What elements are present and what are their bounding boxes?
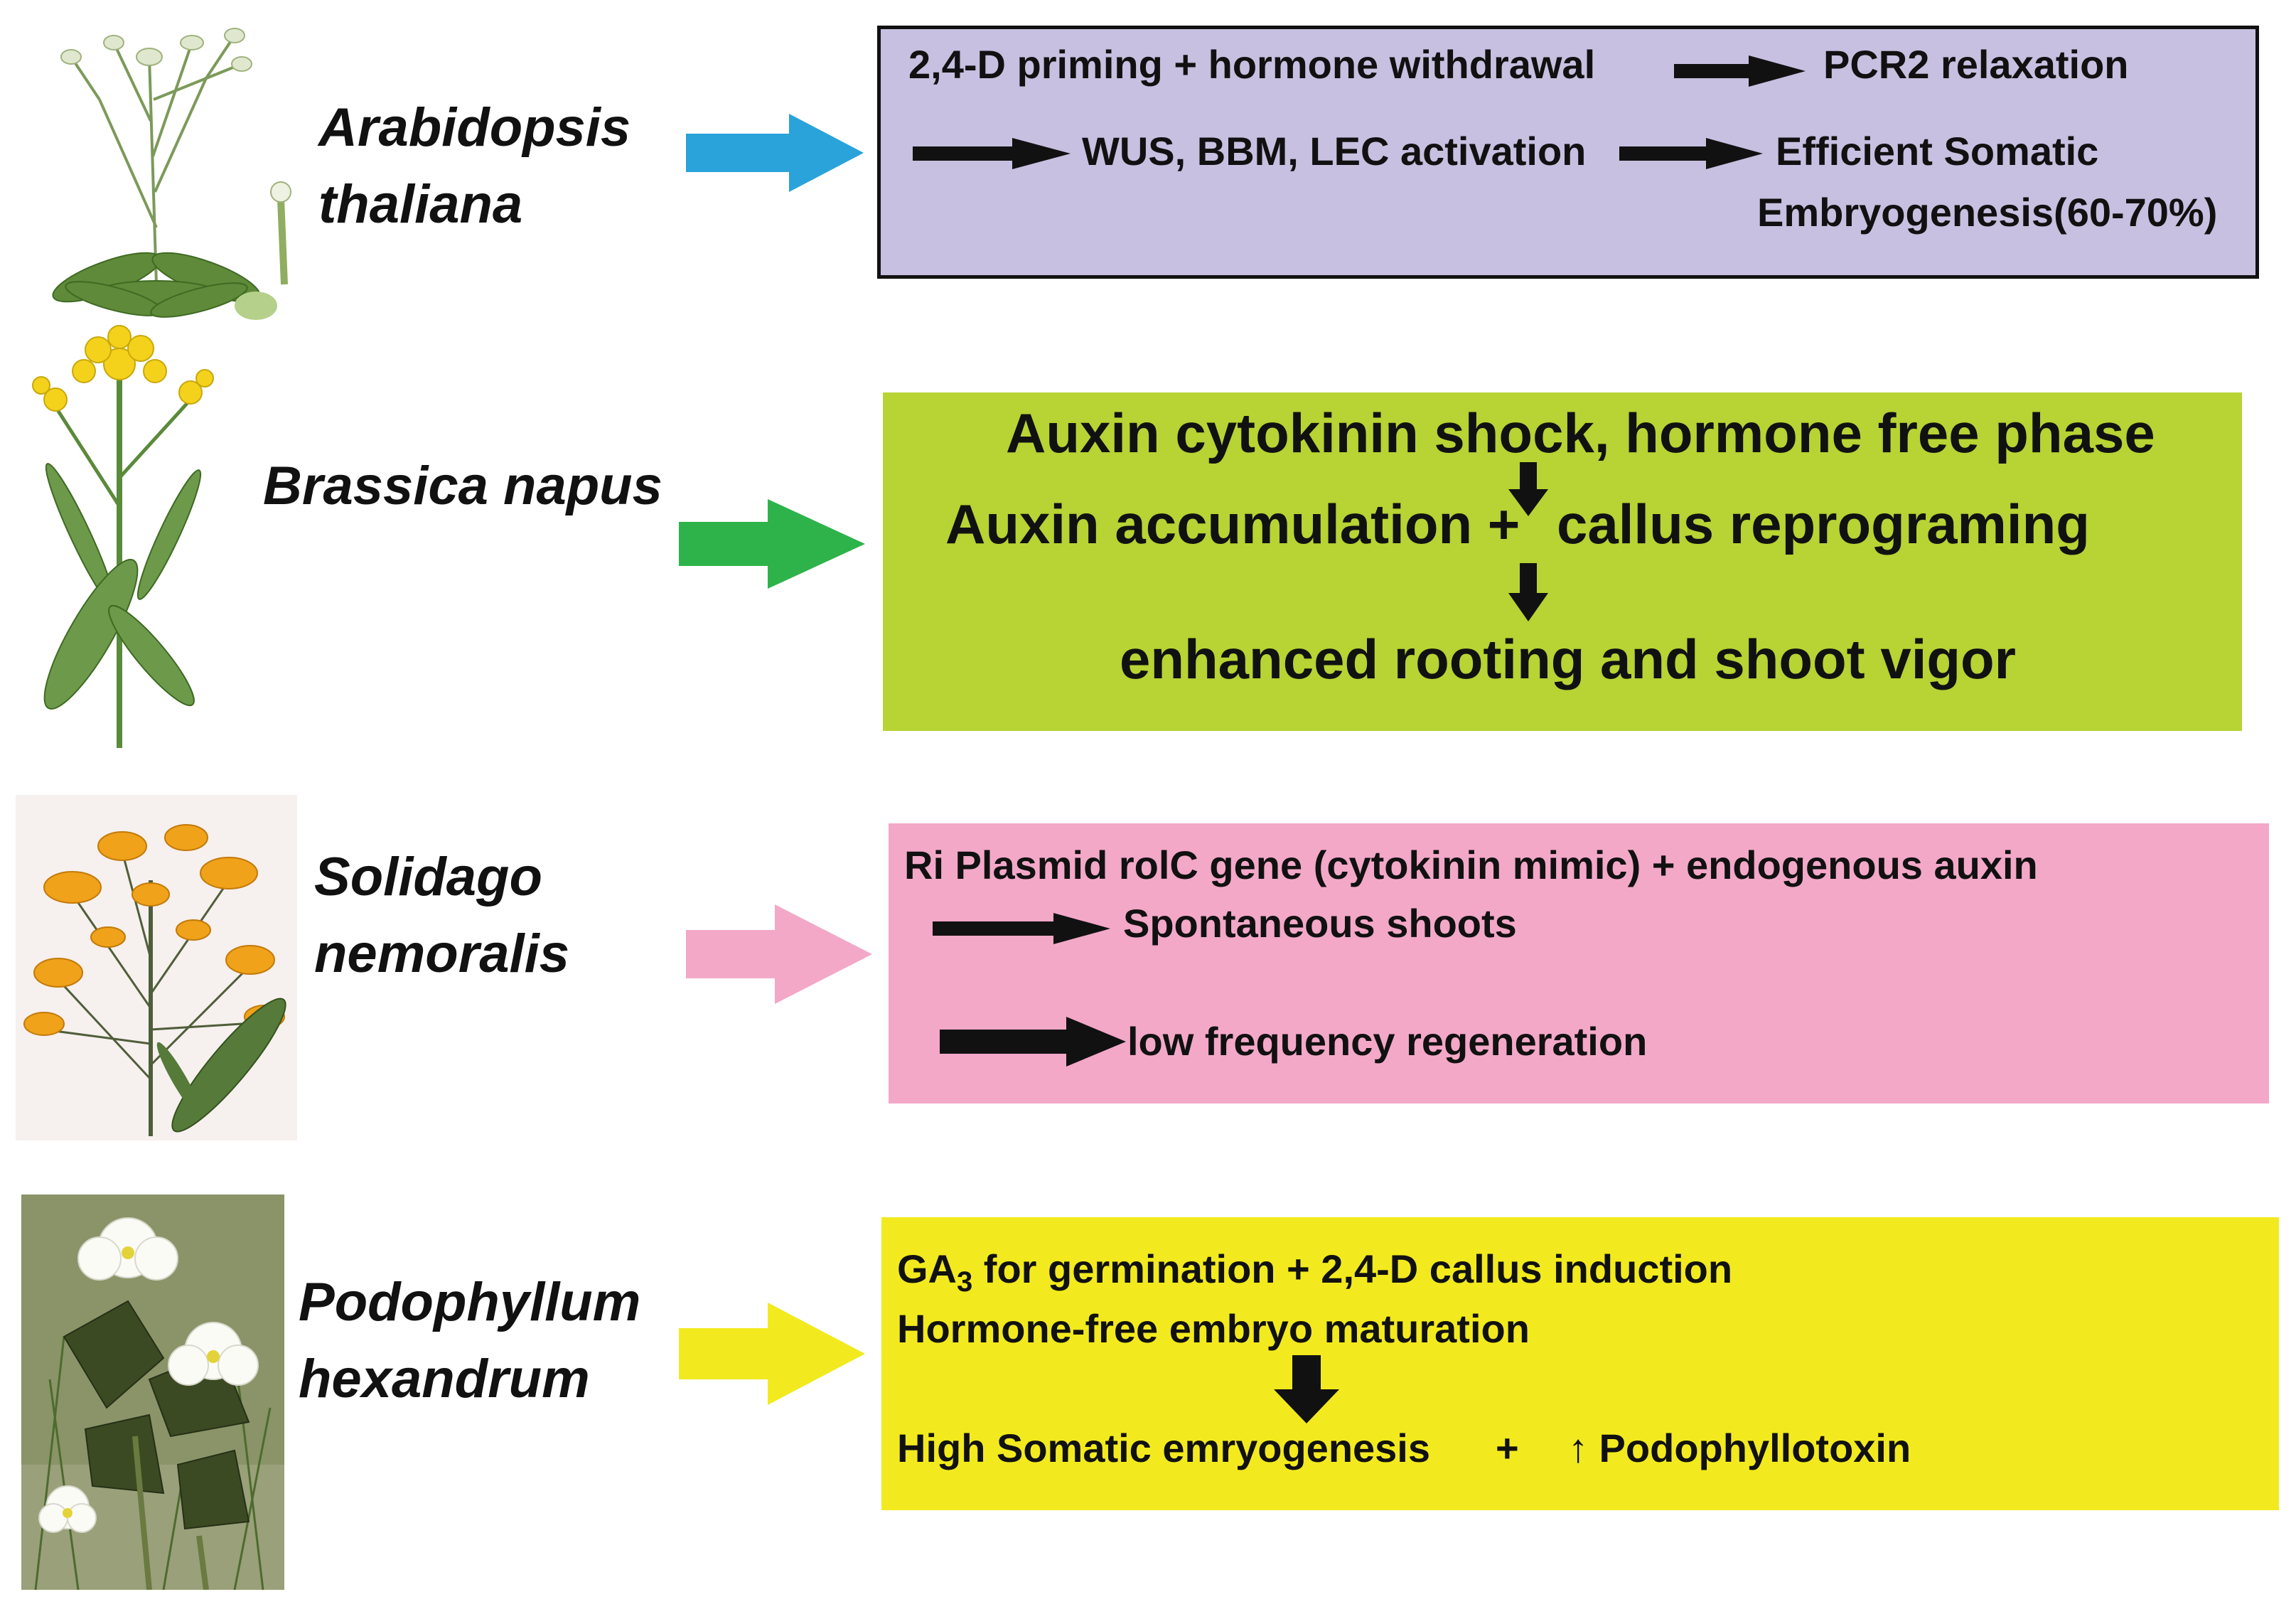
box-text: Auxin accumulation + bbox=[945, 493, 1520, 555]
box-text: Auxin cytokinin shock, hormone free phas… bbox=[1006, 402, 2155, 464]
box-text: Spontaneous shoots bbox=[1123, 901, 1517, 946]
ga-label: GA bbox=[897, 1246, 957, 1291]
box-text: ↑ Podophyllotoxin bbox=[1568, 1426, 1911, 1470]
species-label-line: hexandrum bbox=[299, 1349, 590, 1409]
right-arrow-icon bbox=[913, 138, 1071, 169]
species-label-line: Brassica napus bbox=[263, 456, 662, 516]
species-label-line: thaliana bbox=[318, 174, 523, 235]
species-label-podophyllum: Podophyllum hexandrum bbox=[299, 1264, 640, 1418]
process-box-podophyllum bbox=[881, 1217, 2279, 1510]
box-text: low frequency regeneration bbox=[1127, 1019, 1648, 1064]
right-arrow-icon bbox=[940, 1017, 1126, 1067]
ga-rest: for germination + 2,4-D callus induction bbox=[972, 1246, 1733, 1291]
box-text: Ri Plasmid rolC gene (cytokinin mimic) +… bbox=[904, 843, 2038, 887]
down-arrow-icon bbox=[1274, 1355, 1339, 1423]
right-arrow-icon bbox=[679, 499, 865, 589]
solidago-illustration bbox=[16, 795, 297, 1140]
process-box-arabidopsis bbox=[877, 26, 2259, 279]
species-label-line: Podophyllum bbox=[299, 1272, 641, 1332]
podophyllum-photo bbox=[21, 1195, 284, 1590]
box-text: High Somatic emryogenesis bbox=[897, 1426, 1431, 1470]
right-arrow-icon bbox=[686, 114, 864, 192]
process-box-solidago bbox=[889, 823, 2269, 1103]
box-text: Hormone-free embryo maturation bbox=[897, 1306, 1530, 1351]
species-label-line: Solidago bbox=[314, 847, 542, 907]
species-label-arabidopsis: Arabidopsis thaliana bbox=[318, 90, 631, 243]
box-text: + bbox=[1496, 1426, 1519, 1470]
species-label-solidago: Solidago nemoralis bbox=[314, 839, 569, 993]
box-text: PCR2 relaxation bbox=[1823, 42, 2129, 87]
box-text: Efficient Somatic bbox=[1776, 129, 2099, 173]
arabidopsis-illustration bbox=[28, 14, 299, 327]
down-arrow-icon bbox=[1508, 462, 1548, 516]
box-text: WUS, BBM, LEC activation bbox=[1082, 129, 1587, 173]
brassica-illustration bbox=[13, 321, 240, 755]
species-label-line: Arabidopsis bbox=[318, 97, 631, 158]
process-box-brassica bbox=[883, 392, 2242, 731]
box-text: GA3 for germination + 2,4-D callus induc… bbox=[897, 1246, 1732, 1298]
right-arrow-icon bbox=[686, 904, 872, 1004]
box-text: 2,4-D priming + hormone withdrawal bbox=[908, 42, 1596, 87]
box-text: Embryogenesis(60-70%) bbox=[1757, 190, 2218, 235]
species-label-brassica: Brassica napus bbox=[263, 448, 662, 525]
ga-subscript: 3 bbox=[957, 1266, 973, 1298]
right-arrow-icon bbox=[1674, 55, 1806, 87]
right-arrow-icon bbox=[679, 1303, 865, 1405]
species-label-line: nemoralis bbox=[314, 924, 570, 984]
box-text: callus reprograming bbox=[1557, 493, 2090, 555]
box-text: enhanced rooting and shoot vigor bbox=[1120, 628, 2017, 690]
down-arrow-icon bbox=[1508, 563, 1548, 621]
right-arrow-icon bbox=[1619, 138, 1763, 169]
right-arrow-icon bbox=[933, 913, 1110, 944]
